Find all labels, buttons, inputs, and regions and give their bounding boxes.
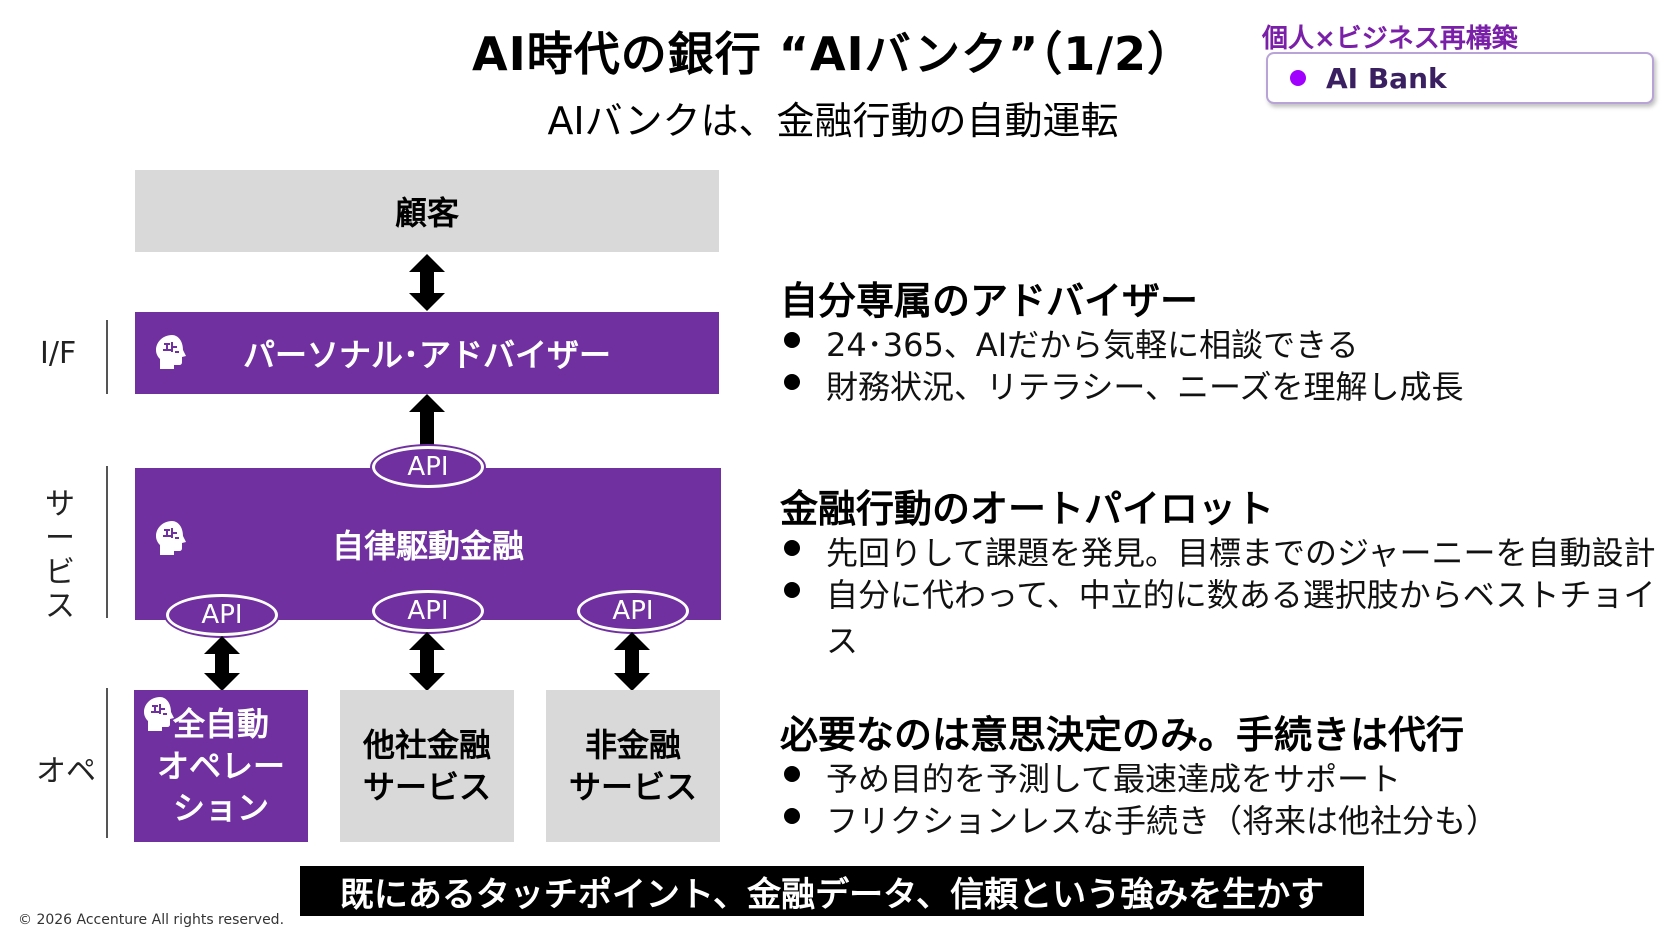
- arrow-other-finance-shaft: [420, 649, 434, 675]
- bullet-dot: [784, 332, 800, 348]
- bullet-dot: [784, 374, 800, 390]
- api-label: API: [407, 452, 449, 482]
- customer-box: 顧客: [135, 170, 719, 252]
- other-finance-box: 他社金融 サービス: [340, 690, 514, 842]
- section-heading-autopilot: 金融行動のオートパイロット: [780, 487, 1275, 531]
- section-bullet: フリクションレスな手続き（将来は他社分も）: [826, 802, 1499, 840]
- arrow-other-finance-up: [409, 632, 445, 650]
- api-badge-advisor: API: [372, 446, 484, 488]
- arrow-ops-shaft: [215, 653, 229, 675]
- personal-advisor-box: パーソナル･アドバイザー: [135, 312, 719, 394]
- layer-divider-ops: [106, 688, 108, 838]
- brain-head-icon: [156, 335, 186, 369]
- other-finance-label: 他社金融 サービス: [362, 726, 491, 806]
- arrow-non-finance-shaft: [625, 649, 639, 675]
- personal-advisor-label: パーソナル･アドバイザー: [242, 336, 611, 374]
- api-badge-other-finance: API: [372, 590, 484, 632]
- brain-head-icon: [144, 697, 174, 731]
- arrow-other-finance-down: [409, 673, 445, 691]
- layer-label-service: サー ビス: [45, 487, 75, 624]
- bullet-dot: [784, 540, 800, 556]
- autonomous-finance-label: 自律駆動金融: [331, 527, 524, 565]
- bullet-dot: [784, 808, 800, 824]
- section-bullet: 財務状況、リテラシー、ニーズを理解し成長: [826, 368, 1464, 406]
- customer-label: 顧客: [394, 194, 459, 232]
- arrow-non-finance-up: [614, 632, 650, 650]
- api-label: API: [201, 600, 243, 630]
- section-bullet: 24･365、AIだから気軽に相談できる: [826, 326, 1359, 364]
- layer-divider-if: [106, 320, 108, 394]
- non-finance-box: 非金融 サービス: [546, 690, 720, 842]
- arrow-non-finance-down: [614, 673, 650, 691]
- full-auto-ops-box: 全自動 オペレー ション: [134, 690, 308, 842]
- brain-head-icon: [156, 521, 186, 555]
- tag-label: AI Bank: [1326, 62, 1447, 95]
- layer-label-ops: オペ: [36, 754, 96, 789]
- arrow-customer-shaft: [420, 271, 434, 293]
- section-heading-advisor: 自分専属のアドバイザー: [780, 279, 1199, 323]
- tag-bullet-dot: [1290, 70, 1306, 86]
- arrow-advisor-up: [409, 394, 445, 412]
- full-auto-ops-label: 全自動 オペレー ション: [156, 705, 285, 827]
- section-bullet: 自分に代わって、中立的に数ある選択肢からベストチョイス: [826, 576, 1656, 660]
- tag-heading: 個人×ビジネス再構築: [1262, 24, 1518, 54]
- layer-label-if: I/F: [40, 336, 77, 371]
- section-heading-decision: 必要なのは意思決定のみ。手続きは代行: [780, 713, 1465, 757]
- page-title: AI時代の銀行 “AIバンク”（1/2）: [471, 27, 1195, 81]
- page-subtitle: AIバンクは、金融行動の自動運転: [547, 99, 1119, 143]
- copyright: © 2026 Accenture All rights reserved.: [18, 912, 285, 928]
- arrow-customer-down: [409, 293, 445, 311]
- bullet-dot: [784, 766, 800, 782]
- arrow-customer-up: [409, 254, 445, 272]
- api-badge-ops: API: [166, 594, 278, 636]
- strengths-banner: 既にあるタッチポイント、金融データ、信頼という強みを生かす: [300, 866, 1364, 916]
- section-bullet: 予め目的を予測して最速達成をサポート: [826, 760, 1402, 798]
- section-bullet: 先回りして課題を発見。目標までのジャーニーを自動設計: [826, 534, 1656, 572]
- api-label: API: [407, 596, 449, 626]
- arrow-ops-up: [204, 636, 240, 654]
- arrow-advisor-shaft: [420, 411, 434, 445]
- bullet-dot: [784, 582, 800, 598]
- non-finance-label: 非金融 サービス: [568, 726, 697, 806]
- tag-box: [1266, 52, 1654, 104]
- api-label: API: [612, 596, 654, 626]
- api-badge-non-finance: API: [577, 590, 689, 632]
- strengths-banner-text: 既にあるタッチポイント、金融データ、信頼という強みを生かす: [339, 874, 1325, 915]
- layer-divider-service: [106, 466, 108, 618]
- arrow-ops-down: [204, 673, 240, 691]
